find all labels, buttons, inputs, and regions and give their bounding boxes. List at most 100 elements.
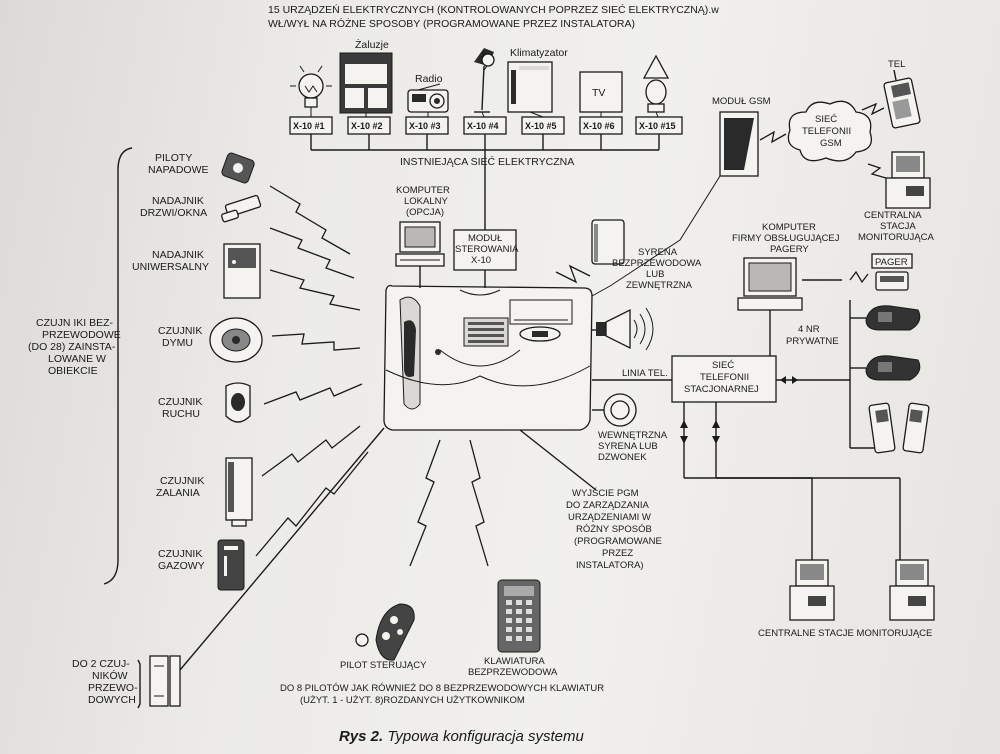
header-line-2: WŁ/WYŁ NA RÓŻNE SPOSOBY (PROGRAMOWANE PR… [268,17,635,30]
internal-siren-icon [603,393,637,427]
private-phones [865,305,930,454]
central-station-bottom-left-icon [789,559,835,621]
bidirectional-arrows-down [680,420,720,444]
pgm-5: (PROGRAMOWANE [574,536,662,547]
x10-1: X-10 #1 [293,121,325,131]
wired-sensors-2: NIKÓW [92,669,128,682]
tv-icon: TV [579,71,623,113]
motion-label-2: RUCHU [162,408,200,420]
klimatyzator-label: Klimatyzator [510,47,568,59]
sensors-group-5: OBIEKCIE [48,365,98,377]
wired-sensors-label: DO 2 CZUJ- NIKÓW PRZEWO- DOWYCH [72,658,138,706]
left-bracket [103,147,133,585]
gsm-link [591,175,721,297]
tv-label: TV [592,87,605,99]
x10-3: X-10 #3 [409,121,441,131]
mobile-phone-icon [883,69,921,129]
central-alarm-unit [383,284,593,431]
central-station-top-icon [885,151,931,209]
sensors-group-4: LOWANE W [48,353,106,365]
gsm-network-2: TELEFONII [802,126,851,137]
caption: Rys 2. Typowa konfiguracja systemu [339,728,585,745]
universal-label-2: UNIWERSALNY [132,261,209,273]
pager-label: PAGER [875,257,908,268]
remote-wireless-signal [409,439,441,567]
pager-icon: PAGER [849,253,913,291]
private-phone-lines [776,300,874,449]
motion-sensor-icon [225,382,251,423]
caption-label: Rys 2. [339,728,383,745]
gsm-signal-icon [759,130,787,144]
cloud-signal-bottom [867,163,887,179]
company-computer-2: FIRMY OBSŁUGUJĄCEJ [732,233,840,244]
smoke-label-1: CZUJNIK [158,325,202,337]
remote-control-icon [355,603,415,661]
caption-text: Typowa konfiguracja systemu [383,728,584,745]
power-network-label: INSTNIEJĄCA SIEĆ ELEKTRYCZNA [400,155,574,168]
light-bulb-icon [290,65,332,108]
footer-line-1: DO 8 PILOTÓW JAK RÓWNIEŻ DO 8 BEZPRZEWOD… [280,683,604,694]
wired-sensors-1: DO 2 CZUJ- [72,658,130,670]
landline-network-3: STACJONARNEJ [684,384,759,395]
pgm-6: PRZEZ [602,548,633,559]
door-window-label-2: DRZWI/OKNA [140,207,207,219]
siren-wireless-3: LUB [646,269,664,280]
siren-wireless-signal [555,264,591,284]
smoke-detector-icon [209,317,263,363]
remote-control-label: PILOT STERUJĄCY [340,660,427,671]
pgm-4: RÓŻNY SPOSÓB [576,524,652,535]
central-station-3: MONITORUJĄCA [858,232,934,243]
flood-label-2: ZALANIA [156,487,200,499]
central-station-2: STACJA [880,221,916,232]
blinds-icon [339,52,393,114]
remotes-label-2: NAPADOWE [148,164,208,176]
zaluzje-label: Żaluzje [355,38,389,51]
landline-network-box: SIEĆ TELEFONII STACJONARNEJ [671,355,777,403]
company-computer-1: KOMPUTER [762,222,816,233]
universal-transmitter-icon [223,243,261,299]
wired-contact-icon [149,655,181,707]
horn-speaker-icon [596,307,654,351]
wired-sensors-3: PRZEWO- [88,682,138,694]
wireless-siren-icon [591,219,625,265]
pgm-3: URZĄDZENIAMI W [568,512,651,523]
pgm-link [519,429,597,491]
wireless-siren-label: SYRENA BEZPRZEWODOWA LUB ZEWNĘTRZNA [612,247,702,291]
wired-bracket [137,659,141,709]
local-computer-label: KOMPUTER LOKALNY (OPCJA) [396,185,450,218]
air-conditioner-icon [507,61,553,113]
keypad-label-1: KLAWIATURA [484,656,545,667]
gsm-network-1: SIEĆ [815,114,837,125]
gsm-cloud-icon [787,100,873,162]
computer-local-1: KOMPUTER [396,185,450,196]
x10-unit-2: STEROWANIA [455,244,519,255]
x10-6: X-10 #6 [583,121,615,131]
power-network-bus [310,134,660,230]
x10-5: X-10 #5 [525,121,557,131]
x10-unit-3: X-10 [471,255,491,266]
computer-local-3: (OPCJA) [406,207,444,218]
gas-label-1: CZUJNIK [158,548,202,560]
x10-2: X-10 #2 [351,121,383,131]
motion-label-1: CZUJNIK [158,396,202,408]
private-numbers-1: 4 NR [798,324,820,335]
siren-wireless-1: SYRENA [638,247,678,258]
wireless-keypad-icon [497,579,541,653]
sensors-group-3: (DO 28) ZAINSTA- [28,341,116,353]
door-window-sensor-icon [221,194,262,223]
header-line-1: 15 URZĄDZEŃ ELEKTRYCZNYCH (KONTROLOWANYC… [268,3,719,16]
company-computer-3: PAGERY [770,244,809,255]
landline-network-2: TELEFONII [700,372,749,383]
central-station-1: CENTRALNA [864,210,922,221]
pgm-7: INSTALATORA) [576,560,644,571]
x10-module-row: X-10 #1 X-10 #2 X-10 #3 X-10 #4 X-10 #5 … [289,116,683,135]
smoke-label-2: DYMU [162,337,193,349]
central-station-bottom-right-icon [889,559,935,621]
landline-network-1: SIEĆ [712,360,734,371]
internal-siren-3: DZWONEK [598,452,647,463]
wired-sensor-cable [179,427,385,671]
pager-company-computer-icon [737,257,803,311]
tel-label: TEL [888,59,905,70]
